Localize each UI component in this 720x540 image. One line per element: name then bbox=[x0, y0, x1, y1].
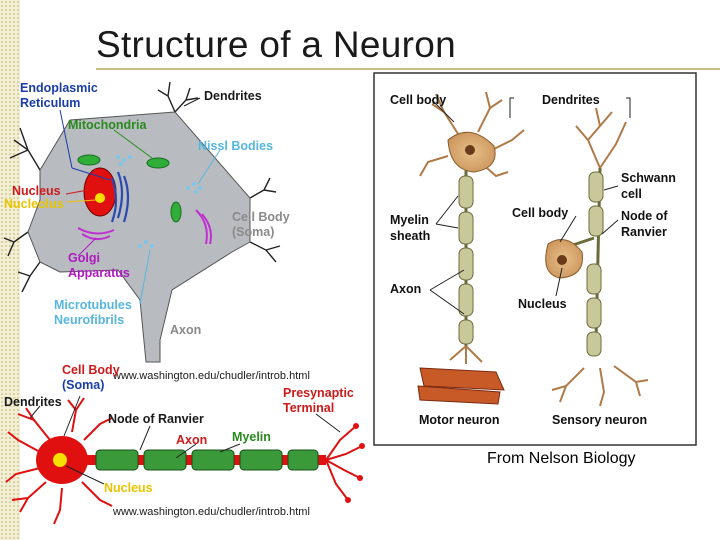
bottom-myelin-segments bbox=[95, 449, 319, 471]
mitochondria-label: Mitochondria bbox=[68, 118, 148, 132]
left-cell-body-label-line1: Cell Body bbox=[232, 210, 290, 224]
left-nissl-shapes bbox=[116, 155, 202, 248]
golgi-label-line1: Golgi bbox=[68, 251, 100, 265]
bottom-source-url: www.washington.edu/chudler/introb.html bbox=[112, 506, 310, 518]
presynaptic-label-line2: Terminal bbox=[283, 401, 334, 415]
right-cell-body-top-label: Cell body bbox=[390, 93, 446, 107]
presynaptic-label-line1: Presynaptic bbox=[283, 386, 354, 400]
nucleolus-label: Nucleolus bbox=[4, 197, 64, 211]
left-nucleus-label: Nucleus bbox=[12, 184, 61, 198]
right-leader-lines bbox=[429, 97, 631, 315]
bottom-dendrite-branches bbox=[5, 397, 113, 525]
right-axon-label: Axon bbox=[390, 282, 421, 296]
schwann-label-line2: cell bbox=[621, 187, 642, 201]
motor-neuron-drawing bbox=[417, 91, 525, 405]
bottom-terminal-branches bbox=[325, 425, 363, 501]
motor-neuron-label: Motor neuron bbox=[419, 413, 500, 427]
left-nucleus-shape bbox=[83, 167, 117, 217]
microtubules-label-line2: Neurofibrils bbox=[54, 313, 124, 327]
left-cell-body-shape bbox=[27, 111, 251, 363]
left-cell-body-label-line2: (Soma) bbox=[232, 225, 274, 239]
left-dendrite-branches bbox=[3, 81, 281, 293]
golgi-label-line2: Apparatus bbox=[68, 266, 130, 280]
bottom-nucleus-shape bbox=[53, 453, 67, 467]
er-label-line1: Endoplasmic bbox=[20, 81, 98, 95]
bottom-myelin-label: Myelin bbox=[232, 430, 271, 444]
node-of-ranvier-label: Node of Ranvier bbox=[108, 412, 204, 426]
microtubules-label-line1: Microtubules bbox=[54, 298, 132, 312]
sensory-neuron-label: Sensory neuron bbox=[552, 413, 647, 427]
nissl-bodies-label: Nissl Bodies bbox=[198, 139, 273, 153]
bottom-axon-label: Axon bbox=[176, 433, 207, 447]
decorative-side-strip bbox=[0, 0, 20, 540]
left-mitochondria-shapes bbox=[77, 154, 182, 223]
page-title: Structure of a Neuron bbox=[96, 24, 457, 65]
left-source-url: www.washington.edu/chudler/introb.html bbox=[112, 370, 310, 382]
bottom-neuron-diagram: Cell Body (Soma) Dendrites Node of Ranvi… bbox=[4, 363, 365, 525]
bottom-cell-body-label-line2: (Soma) bbox=[62, 378, 104, 392]
bottom-dendrites-label: Dendrites bbox=[4, 395, 62, 409]
left-leader-lines bbox=[59, 97, 221, 305]
sensory-neuron-drawing bbox=[545, 107, 649, 407]
myelin-sheath-label-line1: Myelin bbox=[390, 213, 429, 227]
bottom-nucleus-label: Nucleus bbox=[104, 481, 153, 495]
figure-caption: From Nelson Biology bbox=[487, 450, 636, 467]
left-nucleolus-shape bbox=[95, 193, 105, 203]
right-neuron-diagram: Cell body Dendrites Schwann cell Myelin … bbox=[373, 72, 697, 446]
left-dendrites-label: Dendrites bbox=[204, 89, 262, 103]
myelin-sheath-label-line2: sheath bbox=[390, 229, 430, 243]
right-nucleus-label: Nucleus bbox=[518, 297, 567, 311]
right-node-label-line2: Ranvier bbox=[621, 225, 667, 239]
title-underline bbox=[96, 68, 720, 70]
bottom-terminal-knobs bbox=[345, 423, 365, 503]
bottom-cell-body-label-line1: Cell Body bbox=[62, 363, 120, 377]
bottom-leader-lines bbox=[29, 395, 341, 485]
left-golgi-shape bbox=[77, 209, 212, 245]
right-node-label-line1: Node of bbox=[621, 209, 668, 223]
left-axon-label: Axon bbox=[170, 323, 201, 337]
schwann-label-line1: Schwann bbox=[621, 171, 676, 185]
right-cell-body-mid-label: Cell body bbox=[512, 206, 568, 220]
left-neuron-diagram: Endoplasmic Reticulum Dendrites Mitochon… bbox=[3, 81, 310, 382]
right-dendrites-label: Dendrites bbox=[542, 93, 600, 107]
left-er-shape bbox=[110, 171, 130, 223]
er-label-line2: Reticulum bbox=[20, 96, 80, 110]
